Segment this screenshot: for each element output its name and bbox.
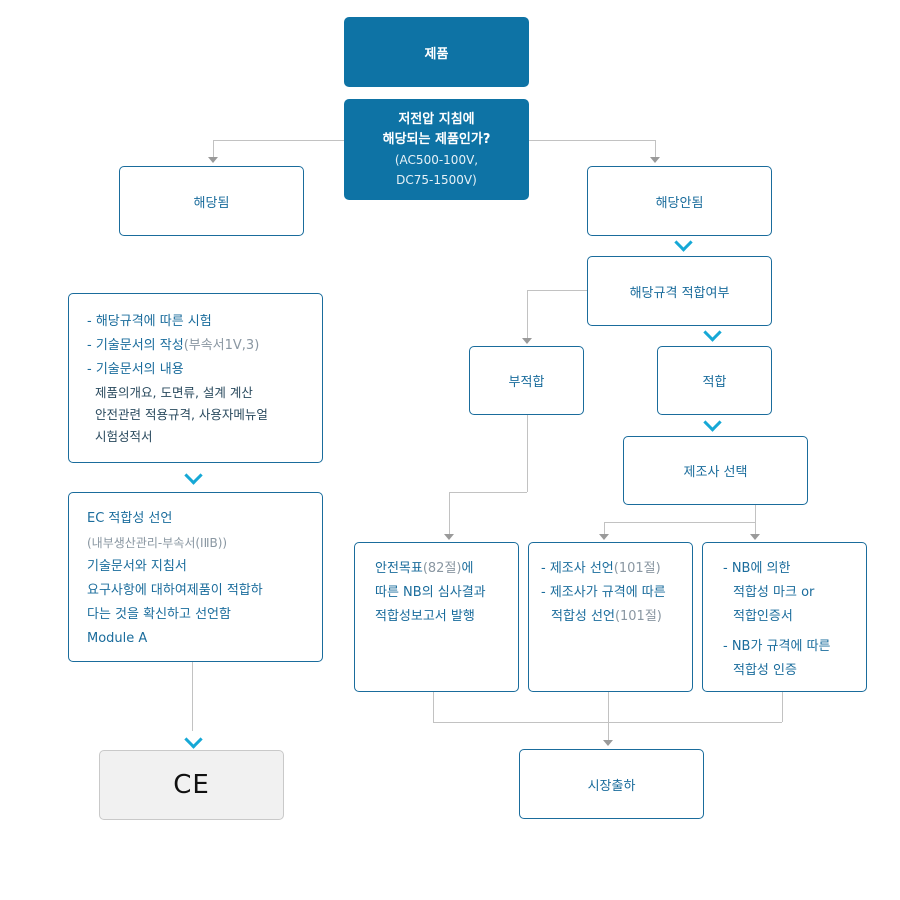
nonconforming-node: 부적합 [469, 346, 584, 415]
requirement-content: - 기술문서의 내용 [87, 362, 184, 377]
arrow-down-icon [750, 534, 760, 540]
conformity-check-label: 해당규격 적합여부 [629, 285, 730, 301]
applicable-node: 해당됨 [119, 166, 304, 236]
nb-certification-box: - NB에 의한 적합성 마크 or 적합인증서 - NB가 규격에 따른 적합… [702, 542, 867, 692]
connector [527, 290, 587, 291]
connector [604, 522, 755, 523]
mfr-sub: (101절) [613, 561, 661, 576]
connector [213, 140, 214, 158]
connector [433, 722, 782, 723]
market-node: 시장출하 [519, 749, 704, 819]
product-label: 제품 [424, 46, 449, 62]
arrow-down-icon [599, 534, 609, 540]
ce-mark-logo: CE [173, 770, 210, 800]
ec-line: 다는 것을 확신하고 선언함 [87, 607, 231, 622]
nb-item: 적합성 마크 or [733, 585, 815, 600]
arrow-down-icon [208, 157, 218, 163]
chevron-down-icon [703, 323, 722, 342]
arrow-down-icon [444, 534, 454, 540]
conforming-node: 적합 [657, 346, 772, 415]
mfr-sub: (101절) [614, 609, 662, 624]
ec-declaration-box: EC 적합성 선언 (내부생산관리-부속서(ⅠⅡB)) 기술문서와 지침서 요구… [68, 492, 323, 662]
chevron-down-icon [703, 413, 722, 432]
nb-item: - NB가 규격에 따른 [723, 639, 831, 654]
not-applicable-label: 해당안됨 [655, 195, 704, 211]
chevron-down-icon [674, 233, 693, 252]
ec-line: 요구사항에 대하여제품이 적합하 [87, 583, 263, 598]
connector [755, 505, 756, 522]
ec-line: Module A [87, 631, 148, 646]
chevron-down-icon [184, 466, 203, 485]
conformity-check-node: 해당규격 적합여부 [587, 256, 772, 326]
arrow-down-icon [603, 740, 613, 746]
question-line1: 저전압 지침에 [398, 111, 475, 127]
nb-report-box: 안전목표(82절)에 따른 NB의 심사결과 적합성보고서 발행 [354, 542, 519, 692]
connector [655, 140, 656, 158]
mfr-item: - 제조사 선언(101절) [541, 557, 682, 581]
requirement-detail: 제품의개요, 도면류, 설계 계산 [95, 385, 253, 400]
nb-report-sub: (82절) [422, 561, 462, 576]
requirement-test: - 해당규격에 따른 시험 [87, 314, 212, 329]
connector [527, 414, 528, 492]
ec-line: 기술문서와 지침서 [87, 559, 187, 574]
nb-report-text: 안전목표 [375, 561, 423, 576]
question-range1: (AC500-100V, [394, 152, 479, 167]
connector [608, 691, 609, 740]
nonconforming-label: 부적합 [508, 375, 545, 390]
connector [528, 140, 655, 141]
connector [213, 140, 346, 141]
mfr-text: 적합성 선언 [551, 609, 615, 624]
question-line2: 해당되는 제품인가? [382, 131, 491, 147]
requirement-detail: 시험성적서 [95, 429, 153, 444]
requirement-docs: - 기술문서의 작성(부속서1V,3) [87, 334, 312, 358]
connector [755, 522, 756, 534]
manufacturer-declaration-box: - 제조사 선언(101절) - 제조사가 규격에 따른 적합성 선언(101절… [528, 542, 693, 692]
mfr-item: 적합성 선언(101절) [541, 605, 682, 629]
ec-title: EC 적합성 선언 [87, 511, 173, 526]
question-range2: DC75-1500V) [396, 172, 477, 187]
manufacturer-select-label: 제조사 선택 [683, 465, 748, 480]
nb-report-line3: 적합성보고서 발행 [375, 609, 475, 624]
market-label: 시장출하 [587, 778, 636, 794]
connector [449, 492, 450, 534]
nb-report-line1: 안전목표(82절)에 [375, 557, 508, 581]
requirements-box: - 해당규격에 따른 시험 - 기술문서의 작성(부속서1V,3) - 기술문서… [68, 293, 323, 463]
mfr-text: - 제조사 선언 [541, 561, 614, 576]
arrow-down-icon [522, 338, 532, 344]
requirement-detail: 안전관련 적용규격, 사용자메뉴얼 [95, 407, 268, 422]
nb-item: - NB에 의한 [723, 561, 791, 576]
connector [449, 492, 527, 493]
question-node: 저전압 지침에 해당되는 제품인가? (AC500-100V, DC75-150… [344, 99, 529, 200]
applicable-label: 해당됨 [193, 195, 230, 211]
connector [604, 522, 605, 534]
connector [527, 290, 528, 338]
connector [192, 661, 193, 731]
nb-report-line2: 따른 NB의 심사결과 [375, 585, 486, 600]
ce-mark-box: CE [99, 750, 284, 820]
product-node: 제품 [344, 17, 529, 87]
chevron-down-icon [184, 730, 203, 749]
nb-item: 적합인증서 [733, 609, 793, 624]
connector [433, 691, 434, 722]
requirement-docs-main: - 기술문서의 작성 [87, 338, 184, 353]
nb-report-text: 에 [461, 561, 474, 576]
manufacturer-select-node: 제조사 선택 [623, 436, 808, 505]
arrow-down-icon [650, 157, 660, 163]
connector [782, 691, 783, 722]
conforming-label: 적합 [702, 375, 727, 390]
nb-item: 적합성 인증 [733, 663, 797, 678]
ec-sub: (내부생산관리-부속서(ⅠⅡB)) [87, 536, 228, 550]
not-applicable-node: 해당안됨 [587, 166, 772, 236]
requirement-docs-sub: (부속서1V,3) [183, 338, 260, 353]
mfr-item: - 제조사가 규격에 따른 [541, 585, 666, 600]
